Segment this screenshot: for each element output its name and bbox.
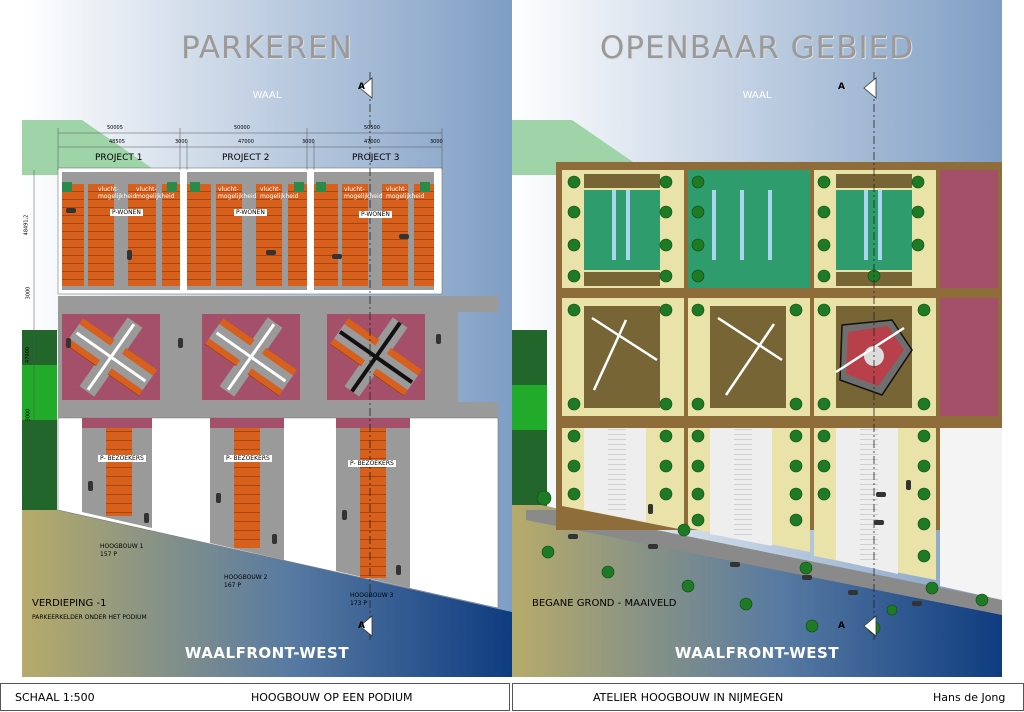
dim-side-2: 3000	[25, 286, 32, 300]
section-label-bottom: A	[358, 621, 365, 631]
escape-label-4: vlucht- mogelijkheid	[260, 186, 299, 201]
park-strip-bright	[22, 365, 57, 420]
tower-label-3: HOOGBOUW 3 173 P	[350, 592, 393, 608]
level-label: BEGANE GROND - MAAIVELD	[532, 598, 677, 609]
p-wonen-label-2: P-WONEN	[234, 209, 267, 216]
water-area	[512, 505, 1002, 677]
escape-label-1: vlucht- mogelijkheid	[98, 186, 137, 201]
dim-top-3: 50500	[364, 125, 380, 131]
green-bank	[512, 120, 652, 175]
level-label: VERDIEPING -1	[32, 598, 107, 609]
dim-second-5: 47000	[364, 139, 380, 145]
bottom-blocks	[562, 428, 1002, 600]
level-sublabel: PARKEERKELDER ONDER HET PODIUM	[32, 614, 147, 621]
dim-second-4: 3000	[302, 139, 315, 145]
panel-title: OPENBAAR GEBIED	[599, 30, 915, 66]
escape-label-5: vlucht- mogelijkheid	[344, 186, 383, 201]
dim-second-2: 3000	[175, 139, 188, 145]
section-arrow-bottom	[863, 615, 877, 637]
cars	[568, 480, 922, 606]
subject-label: HOOGBOUW OP EEN PODIUM	[251, 691, 413, 704]
section-arrow-bottom	[359, 615, 373, 637]
tower-name-2: HOOGBOUW 2	[224, 574, 268, 581]
author-label: Hans de Jong	[933, 691, 1006, 704]
section-arrow-top	[359, 77, 373, 99]
dim-top-1: 50005	[107, 125, 123, 131]
panel-openbaar-gebied: OPENBAAR GEBIED WAAL A A BEGANE GROND - …	[512, 0, 1002, 677]
tower-label-1: HOOGBOUW 1 157 P	[100, 543, 143, 559]
escape-label-2: vlucht- mogelijkheid	[136, 186, 175, 201]
dim-side-1: 48491,2	[23, 214, 30, 236]
section-arrow-top	[863, 77, 877, 99]
footer-left: SCHAAL 1:500 HOOGBOUW OP EEN PODIUM	[0, 683, 510, 711]
project-label-3: PROJECT 3	[352, 153, 400, 163]
park-strip-bright	[512, 385, 547, 430]
river-label: WAAL	[252, 90, 282, 101]
dim-top-2: 50000	[234, 125, 250, 131]
section-label-top: A	[358, 82, 365, 92]
panel-title: PARKEREN	[181, 30, 353, 66]
footer-right: ATELIER HOOGBOUW IN NIJMEGEN Hans de Jon…	[512, 683, 1024, 711]
district-title: WAALFRONT-WEST	[184, 644, 350, 662]
tower-name-1: HOOGBOUW 1	[100, 543, 144, 550]
section-label-bottom: A	[838, 621, 845, 631]
p-wonen-label-1: P-WONEN	[110, 209, 143, 216]
escape-label-6: vlucht- mogelijkheid	[386, 186, 425, 201]
parking-plan	[22, 0, 512, 677]
p-bezoekers-label-1: P- BEZOEKERS	[98, 455, 146, 462]
top-gardens	[562, 170, 998, 288]
tower-count-1: 157 P	[100, 550, 117, 558]
tower-name-3: HOOGBOUW 3	[350, 592, 394, 599]
road-lower	[58, 402, 498, 418]
district-title: WAALFRONT-WEST	[674, 644, 840, 662]
section-label-top: A	[838, 82, 845, 92]
dim-side-3: 47000	[24, 347, 31, 363]
panel-parkeren: PARKEREN WAAL A A 50005 50000 50500 4850…	[22, 0, 512, 677]
escape-label-3: vlucht- mogelijkheid	[218, 186, 257, 201]
river-label: WAAL	[742, 90, 772, 101]
road-upper	[58, 296, 498, 312]
green-bank	[22, 120, 162, 175]
tower-count-3: 173 P	[350, 599, 367, 607]
project-label-1: PROJECT 1	[95, 153, 143, 163]
tower-label-2: HOOGBOUW 2 167 P	[224, 574, 267, 590]
cars	[66, 208, 441, 575]
p-bezoekers-label-3: P- BEZOEKERS	[348, 460, 396, 467]
dimension-lines	[33, 128, 443, 420]
dim-side-4: 3000	[25, 408, 32, 422]
project-label-2: PROJECT 2	[222, 153, 270, 163]
studio-label: ATELIER HOOGBOUW IN NIJMEGEN	[593, 691, 784, 704]
scale-label: SCHAAL 1:500	[15, 691, 95, 704]
dim-second-1: 48505	[109, 139, 125, 145]
middle-decks	[562, 298, 998, 416]
p-bezoekers-label-2: P- BEZOEKERS	[224, 455, 272, 462]
dim-second-6: 3000	[430, 139, 443, 145]
p-wonen-label-3: P-WONEN	[359, 211, 392, 218]
public-space-plan	[512, 0, 1002, 677]
podium-blocks	[62, 314, 425, 400]
tower-count-2: 167 P	[224, 581, 241, 589]
water-area	[22, 510, 512, 677]
dim-second-3: 47000	[238, 139, 254, 145]
boulevard	[526, 510, 1002, 615]
